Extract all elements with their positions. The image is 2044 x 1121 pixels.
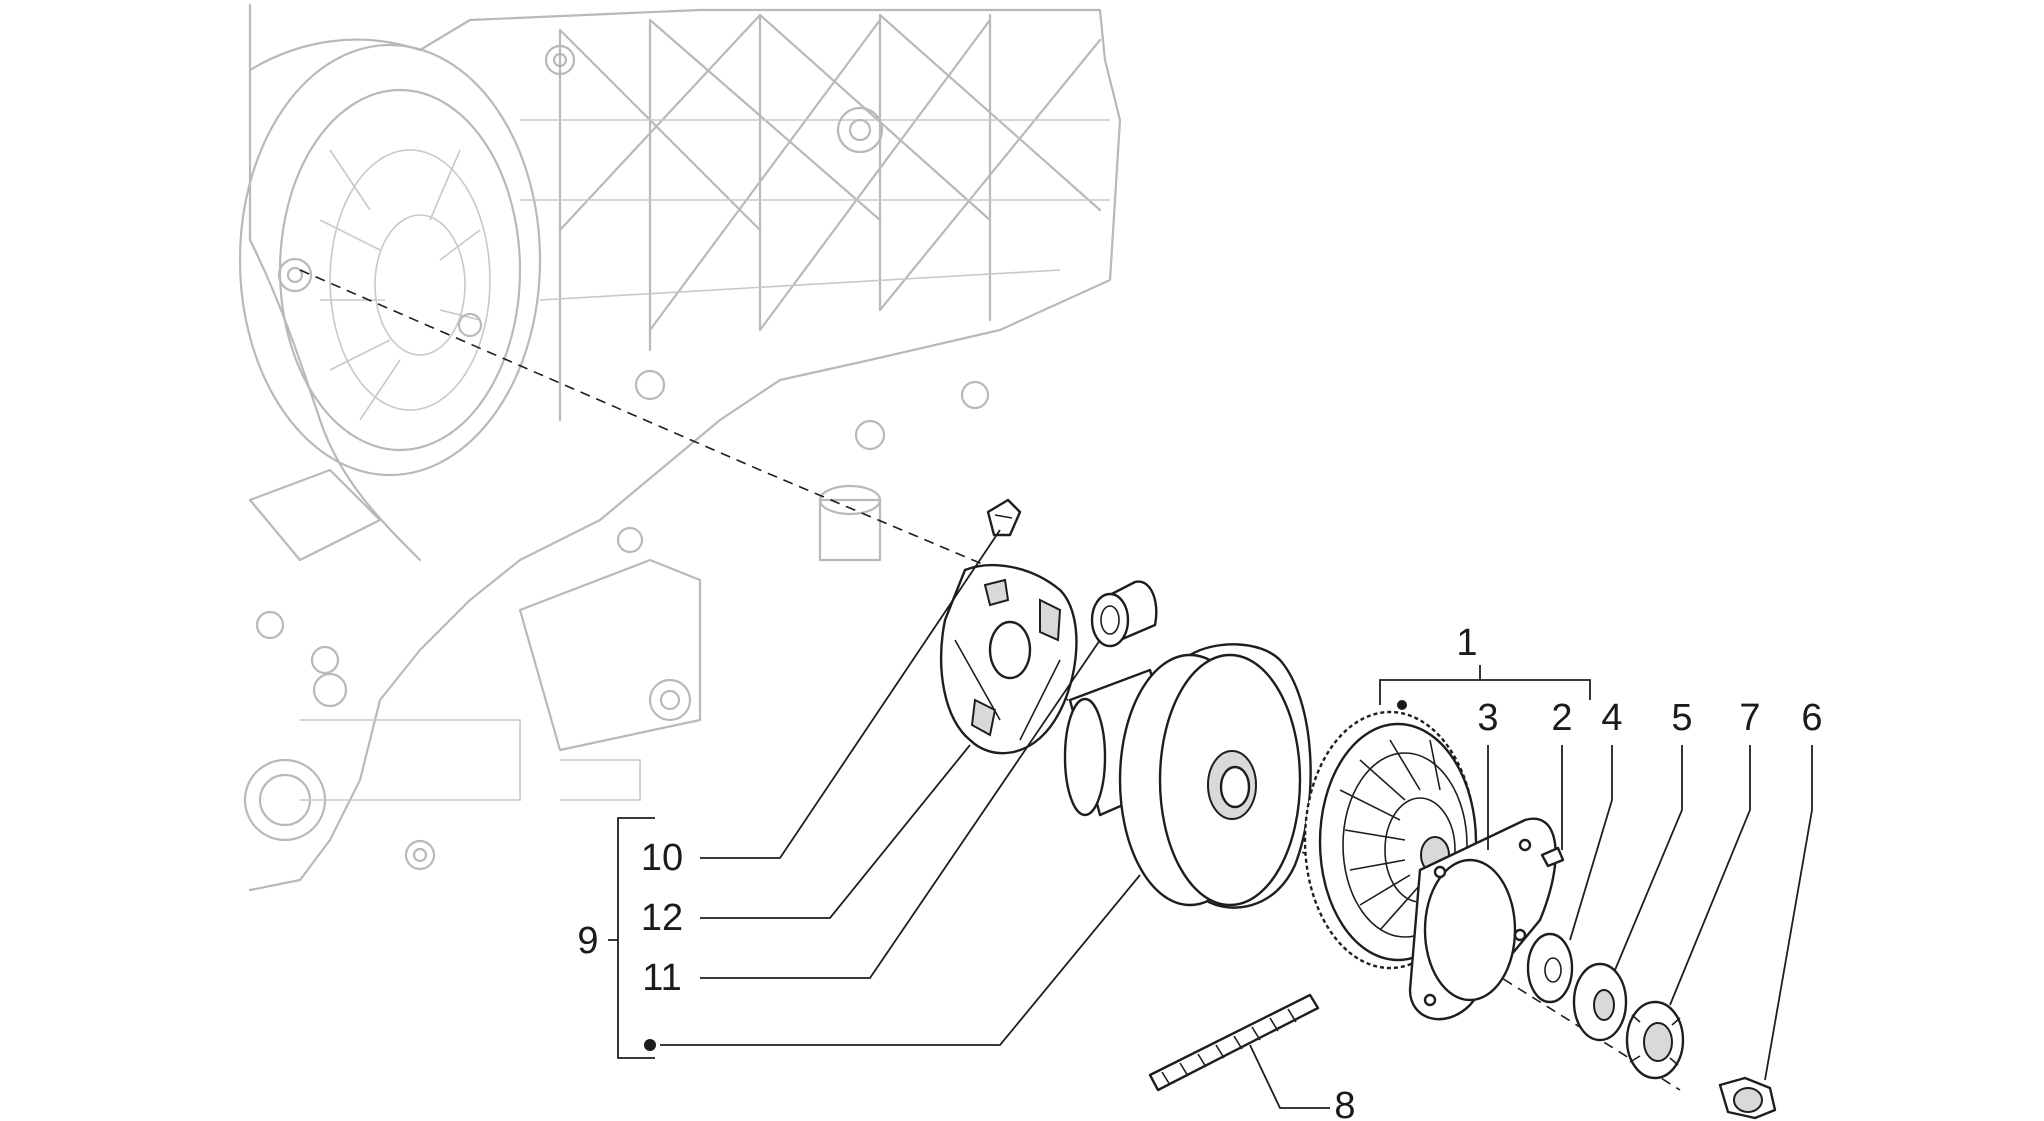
part-9-pulley: [1063, 643, 1312, 909]
callout-1: 1: [1456, 622, 1477, 664]
callout-8: 8: [1334, 1085, 1355, 1121]
callout-5: 5: [1671, 697, 1692, 739]
part-6-nut: [1718, 1076, 1777, 1120]
leader-lines: [608, 529, 1813, 1109]
callout-3: 3: [1477, 697, 1498, 739]
callout-12: 12: [641, 897, 683, 939]
part-7-toothed-washer: [1625, 1000, 1685, 1080]
callout-10: 10: [641, 837, 683, 879]
part-12-ramp-plate: [939, 564, 1078, 755]
part-3-plate: [1408, 817, 1557, 1021]
part-5-washer: [1572, 962, 1628, 1042]
callout-dot-1: [1397, 700, 1407, 710]
callout-labels: 1 3 2 4 5 7 6 8 9 10 12 11: [577, 622, 1822, 1121]
callout-7: 7: [1739, 697, 1760, 739]
callout-9: 9: [577, 920, 598, 962]
callout-dot-9: [644, 1039, 656, 1051]
part-10-slider: [986, 498, 1022, 537]
crankcase-housing: [238, 3, 1122, 892]
part-2-screw: [1540, 846, 1565, 868]
part-11-bushing: [1090, 580, 1158, 648]
part-4-washer: [1526, 932, 1574, 1004]
callout-4: 4: [1601, 697, 1622, 739]
part-8-belt: [1148, 993, 1320, 1092]
callout-6: 6: [1801, 697, 1822, 739]
assembly-axis: [959, 629, 1681, 1091]
callout-11: 11: [642, 957, 681, 999]
callout-2: 2: [1551, 697, 1572, 739]
